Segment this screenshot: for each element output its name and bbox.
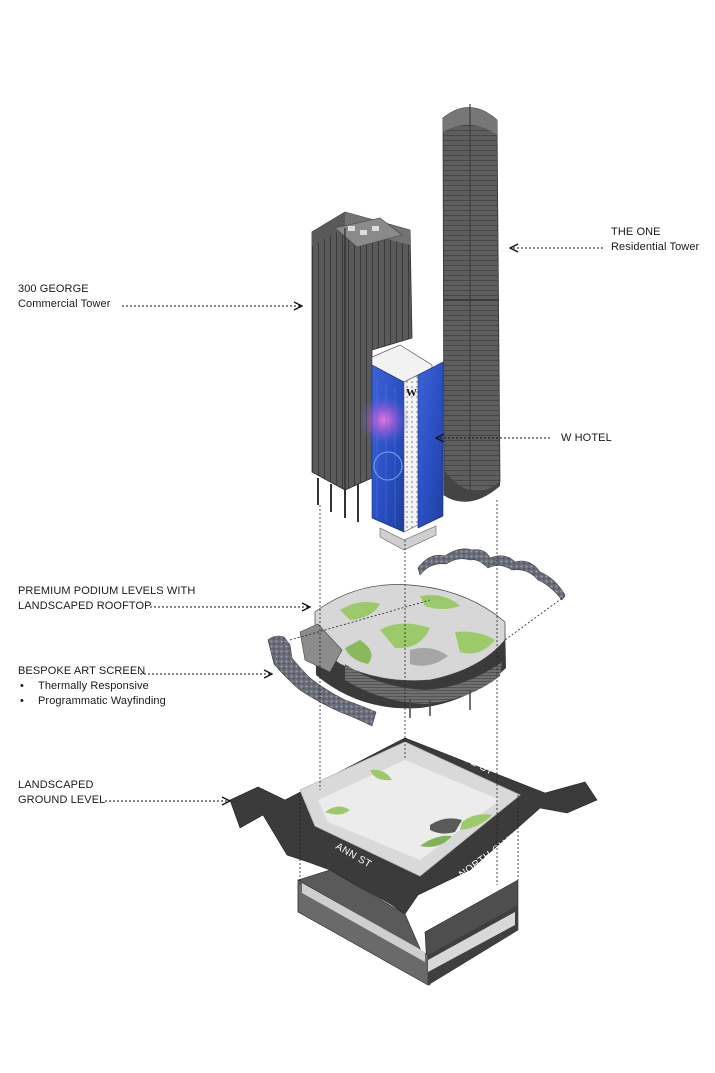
art-screen-bullet: Thermally Responsive [18, 679, 166, 694]
label-300-george-line1: 300 GEORGE [18, 283, 89, 295]
podium-block [299, 584, 506, 718]
label-300-george-line2: Commercial Tower [18, 298, 111, 310]
label-the-one-line2: Residential Tower [611, 241, 700, 253]
art-screen-bullet: Programmatic Wayfinding [18, 694, 166, 709]
label-art-screen: BESPOKE ART SCREEN Thermally Responsive … [18, 664, 166, 709]
ground-level-plate: GEORGE ST ADELAIDE ST ANN ST NORTH QUAY [229, 735, 598, 915]
label-ground-level-line2: GROUND LEVEL [18, 794, 106, 806]
leader-lines [105, 248, 603, 801]
label-the-one-line1: THE ONE [611, 226, 661, 238]
art-screen-bullet-list: Thermally Responsive Programmatic Wayfin… [18, 679, 166, 709]
label-ground-level-line1: LANDSCAPED [18, 779, 94, 791]
art-screen-ribbons [267, 548, 566, 727]
label-the-one: THE ONE Residential Tower [611, 225, 699, 255]
label-podium-line2: LANDSCAPED ROOFTOP [18, 600, 152, 612]
300-george-tower [311, 211, 413, 522]
label-ground-level: LANDSCAPED GROUND LEVEL [18, 778, 105, 808]
label-podium-line1: PREMIUM PODIUM LEVELS WITH [18, 585, 196, 597]
label-podium: PREMIUM PODIUM LEVELS WITH LANDSCAPED RO… [18, 584, 195, 614]
w-hotel-tower: W [358, 344, 444, 551]
label-w-hotel: W HOTEL [561, 431, 612, 446]
the-one-tower [442, 104, 501, 502]
projection-lines [289, 500, 566, 885]
label-art-screen-title: BESPOKE ART SCREEN [18, 665, 146, 677]
basement-box [297, 869, 519, 986]
w-hotel-logo: W [406, 387, 417, 399]
label-300-george: 300 GEORGE Commercial Tower [18, 282, 110, 312]
label-w-hotel-line1: W HOTEL [561, 432, 612, 444]
